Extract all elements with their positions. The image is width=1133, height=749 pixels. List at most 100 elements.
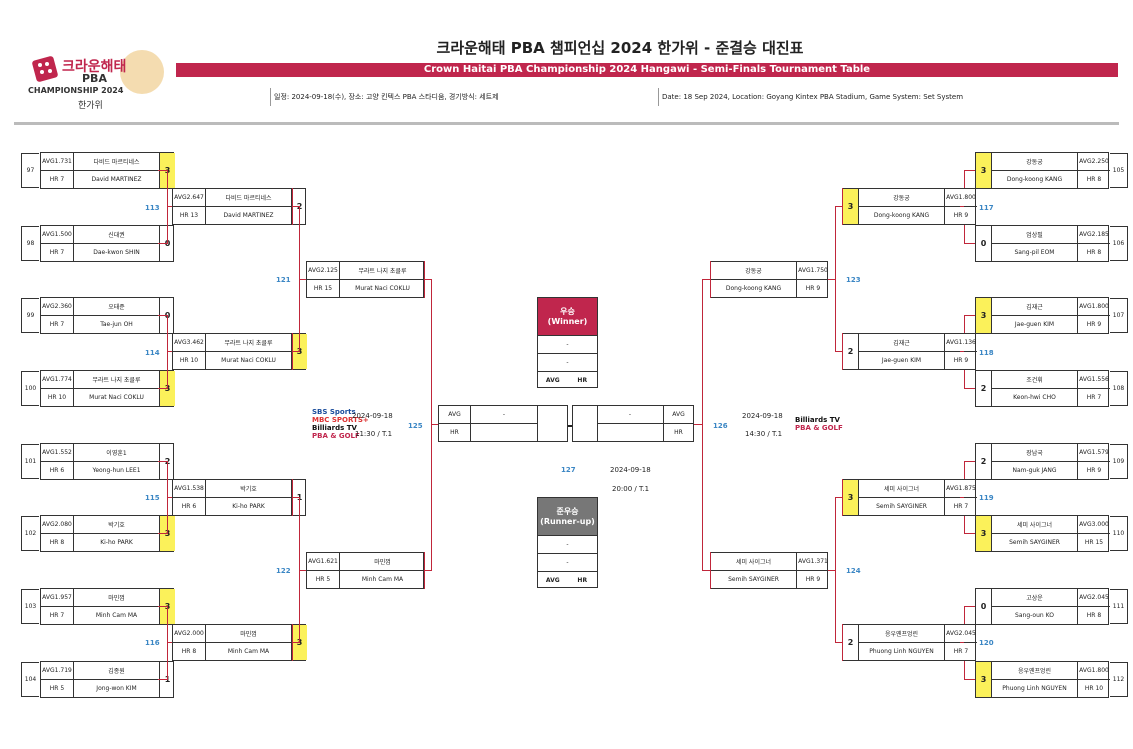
pba-golf-logo-right: PBA & GOLF [795, 424, 843, 432]
game-number-122: 122 [276, 567, 291, 575]
r2-left-0-avg: AVG2.647 [173, 189, 206, 207]
semi-left-avg-label: AVG [439, 406, 471, 424]
runnerup-box: 준우승 (Runner-up) - - AVG HR [537, 497, 598, 588]
bracket-line [960, 642, 964, 643]
bracket-line [835, 497, 843, 498]
r1-left-1-avg: AVG1.500 [41, 226, 74, 244]
semi-left-date: 2024-09-18 [352, 412, 393, 420]
bracket-line [835, 206, 843, 207]
r1-right-3-score: 2 [976, 371, 992, 406]
championship-logo: 크라운해태 PBA CHAMPIONSHIP 2024 한가위 [22, 50, 172, 116]
game-number-114: 114 [145, 349, 160, 357]
bracket-line [300, 279, 306, 280]
r2-left-1-name-en: Murat Naci COKLU [221, 356, 276, 364]
r2-right-1-score: 2 [843, 334, 859, 369]
bracket-line [299, 206, 300, 352]
r3-right-0-name-en: Dong-koong KANG [725, 284, 782, 292]
bracket-line [292, 642, 300, 643]
semi-right-avg-label: AVG [663, 406, 693, 424]
bracket-line [292, 351, 300, 352]
header-divider [14, 122, 1119, 125]
r1-left-5-name-en: Ki-ho PARK [100, 538, 133, 546]
r2-left-3-avg: AVG2.000 [173, 625, 206, 643]
bracket-line [960, 206, 964, 207]
runnerup-hr: HR [577, 577, 588, 584]
semi-final-left-box: AVG - HR [438, 405, 568, 442]
logo-line3: CHAMPIONSHIP 2024 [28, 86, 124, 95]
r1-left-6-hr: HR 7 [41, 606, 74, 624]
bracket-line [710, 552, 711, 589]
r1-left-3-hr: HR 10 [41, 388, 74, 406]
bracket-line [424, 279, 432, 280]
r2-left-1-name-ko: 무라트 나지 초클루 [206, 334, 291, 352]
bracket-line [158, 315, 168, 316]
r1-right-5-avg: AVG3.000 [1077, 516, 1110, 534]
r2-right-1-hr: HR 9 [944, 351, 977, 369]
bracket-line [964, 315, 975, 316]
semi-left-hr-label: HR [439, 423, 471, 441]
final-connector [568, 425, 572, 427]
r1-right-2-seed-number: 107 [1110, 298, 1128, 333]
r1-left-2-avg: AVG2.360 [41, 298, 74, 316]
r3-right-0-hr: HR 9 [796, 279, 829, 297]
bracket-line [964, 170, 975, 171]
winner-footer: AVG HR [538, 371, 597, 389]
bracket-line [158, 533, 168, 534]
r1-right-1-score: 0 [976, 226, 992, 261]
r3-left-1-name-en: Minh Cam MA [361, 575, 404, 583]
r1-left-1-name-ko: 신대권 [74, 226, 159, 244]
r1-right-1-seed-number: 106 [1110, 226, 1128, 261]
semi-right-time: 14:30 / T.1 [745, 430, 783, 438]
bracket-line [168, 642, 172, 643]
r1-right-0-avg: AVG2.250 [1077, 153, 1110, 171]
r2-right-3-name-en: Phuong Linh NGUYEN [869, 647, 934, 655]
r1-left-5-name-ko: 박기호 [74, 516, 159, 534]
bracket-line [964, 679, 975, 680]
r1-left-3-seed-number: 100 [21, 371, 39, 406]
r2-right-3-hr: HR 7 [944, 642, 977, 660]
logo-line4: 한가위 [78, 101, 103, 111]
r1-right-5-seed-number: 110 [1110, 516, 1128, 551]
r1-left-0-seed-number: 97 [21, 153, 39, 188]
bracket-line [960, 351, 964, 352]
r3-left-1-hr: HR 5 [307, 570, 340, 588]
r1-right-3-avg: AVG1.556 [1077, 371, 1110, 389]
sbs-logo: SBS Sports [312, 408, 356, 416]
r1-right-5-name-en: Semih SAYGINER [1009, 538, 1060, 546]
bracket-line [710, 261, 711, 298]
r1-right-4-avg: AVG1.579 [1077, 444, 1110, 462]
r1-right-6-seed-number: 111 [1110, 589, 1128, 624]
bracket-line [167, 315, 168, 389]
bracket-line [158, 461, 168, 462]
r1-left-0-name-en: David MARTINEZ [91, 175, 142, 183]
bracket-line [168, 351, 172, 352]
r1-left-4-avg: AVG1.552 [41, 444, 74, 462]
r1-right-1-name-en: Sang-pil EOM [1014, 248, 1055, 256]
game-number-113: 113 [145, 204, 160, 212]
r1-right-4-name-ko: 장남국 [992, 444, 1077, 462]
r1-left-0-hr: HR 7 [41, 170, 74, 188]
bracket-line [702, 279, 710, 280]
r3-right-0-avg: AVG1.750 [796, 262, 829, 280]
final-time: 20:00 / T.1 [612, 485, 650, 493]
bracket-line [158, 606, 168, 607]
bracket-line [167, 170, 168, 244]
r1-left-4-seed-number: 101 [21, 444, 39, 479]
r1-right-7-name-en: Phuong Linh NGUYEN [1002, 684, 1067, 692]
r2-left-1-hr: HR 10 [173, 351, 206, 369]
semi-left-time: 11:30 / T.1 [355, 430, 393, 438]
r1-left-4-hr: HR 6 [41, 461, 74, 479]
r2-left-2-name-en: Ki-ho PARK [232, 502, 265, 510]
r1-right-5-score: 3 [976, 516, 992, 551]
runnerup-subtitle: (Runner-up) [540, 516, 595, 526]
r2-left-3-name-en: Minh Cam MA [227, 647, 270, 655]
r2-right-2-avg: AVG1.875 [944, 480, 977, 498]
r1-right-4-score: 2 [976, 444, 992, 479]
